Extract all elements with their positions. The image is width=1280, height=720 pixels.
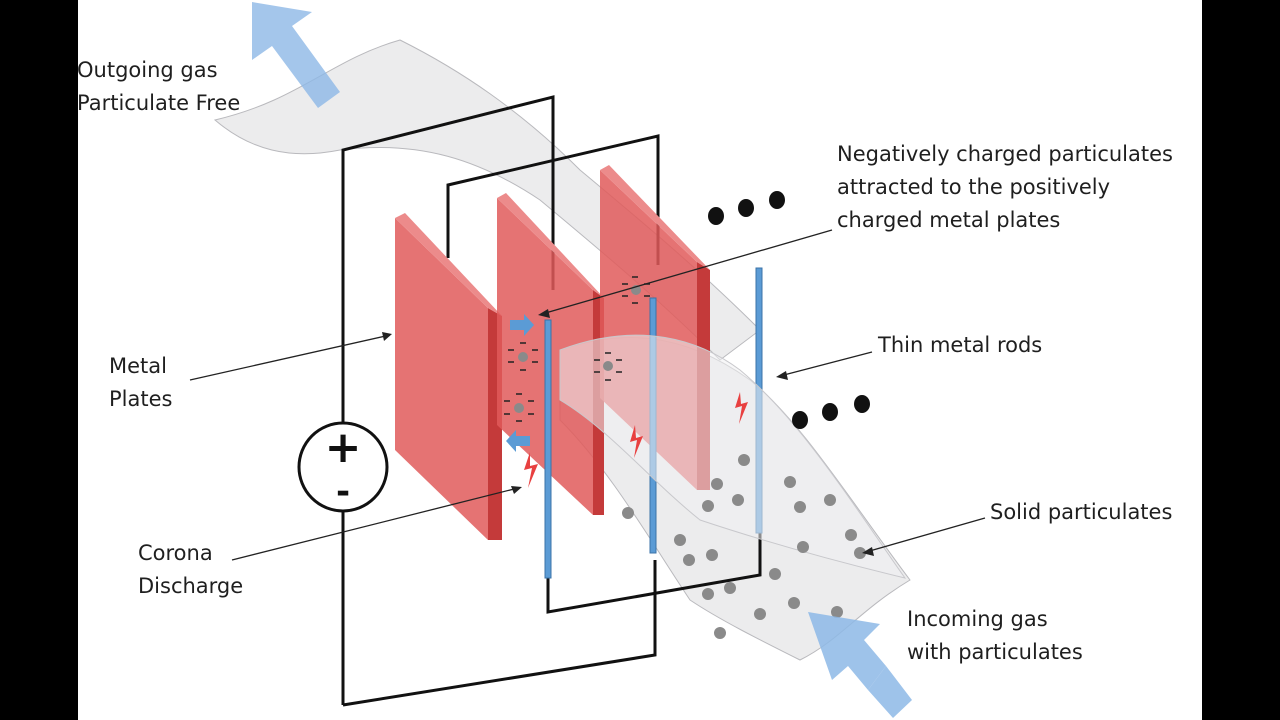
corona-spark-3: [735, 392, 748, 424]
charged-particle: [508, 342, 538, 371]
label-incoming-gas-line-1: Incoming gas: [907, 607, 1048, 631]
label-solid-particulates: Solid particulates: [990, 496, 1172, 529]
leader-corona-discharge: [231, 487, 519, 561]
power-negative-symbol: -: [336, 472, 350, 512]
label-corona-discharge: Corona Discharge: [138, 537, 243, 603]
metal-rod-1: [544, 319, 552, 579]
corona-spark-1: [524, 452, 538, 488]
continuation-dots-upper: [708, 191, 785, 225]
circuit-wire-rods: [546, 530, 762, 614]
charged-particle: [504, 393, 534, 422]
label-thin-metal-rods: Thin metal rods: [878, 329, 1042, 362]
leader-metal-plates: [189, 334, 391, 381]
label-negatively-charged-line-2: attracted to the positively: [837, 175, 1111, 199]
label-metal-plates-line-1: Metal: [109, 354, 167, 378]
label-leader-lines: [189, 229, 986, 561]
power-positive-symbol: +: [325, 422, 362, 473]
label-outgoing-gas-line-1: Outgoing gas: [77, 58, 218, 82]
leader-thin-metal-rods: [779, 351, 873, 377]
label-negatively-charged-line-1: Negatively charged particulates: [837, 142, 1173, 166]
outgoing-gas-arrow: [252, 2, 340, 108]
metal-plate-1: [395, 213, 502, 540]
label-corona-discharge-line-1: Corona: [138, 541, 213, 565]
label-incoming-gas-line-2: with particulates: [907, 640, 1083, 664]
label-incoming-gas: Incoming gas with particulates: [907, 603, 1083, 669]
incoming-gas-arrow-tail: [868, 666, 912, 718]
continuation-dots-lower: [792, 395, 870, 429]
corona-spark-2: [630, 425, 643, 458]
label-metal-plates: Metal Plates: [109, 350, 172, 416]
solid-particulates: [622, 454, 866, 639]
label-negatively-charged-line-3: charged metal plates: [837, 208, 1061, 232]
leader-negatively-charged: [541, 229, 833, 315]
circuit-wire-bottom: [342, 560, 657, 707]
label-outgoing-gas-line-2: Particulate Free: [77, 91, 241, 115]
label-outgoing-gas: Outgoing gas Particulate Free: [77, 54, 240, 120]
power-source: [297, 421, 389, 513]
circuit-wire-inner: [446, 134, 660, 265]
label-corona-discharge-line-2: Discharge: [138, 574, 244, 598]
charged-particle: [594, 352, 622, 381]
incoming-gas-arrow: [808, 612, 886, 690]
label-thin-metal-rods-line-1: Thin metal rods: [878, 333, 1043, 357]
leader-arrowheads: [382, 309, 874, 556]
gas-flow-ribbon-front: [559, 334, 907, 579]
deflection-arrow-upper: [510, 314, 534, 336]
label-metal-plates-line-2: Plates: [109, 387, 173, 411]
deflection-arrow-lower: [506, 430, 530, 452]
leader-solid-particulates: [865, 517, 986, 553]
label-solid-particulates-line-1: Solid particulates: [990, 500, 1173, 524]
label-negatively-charged: Negatively charged particulates attracte…: [837, 138, 1173, 237]
